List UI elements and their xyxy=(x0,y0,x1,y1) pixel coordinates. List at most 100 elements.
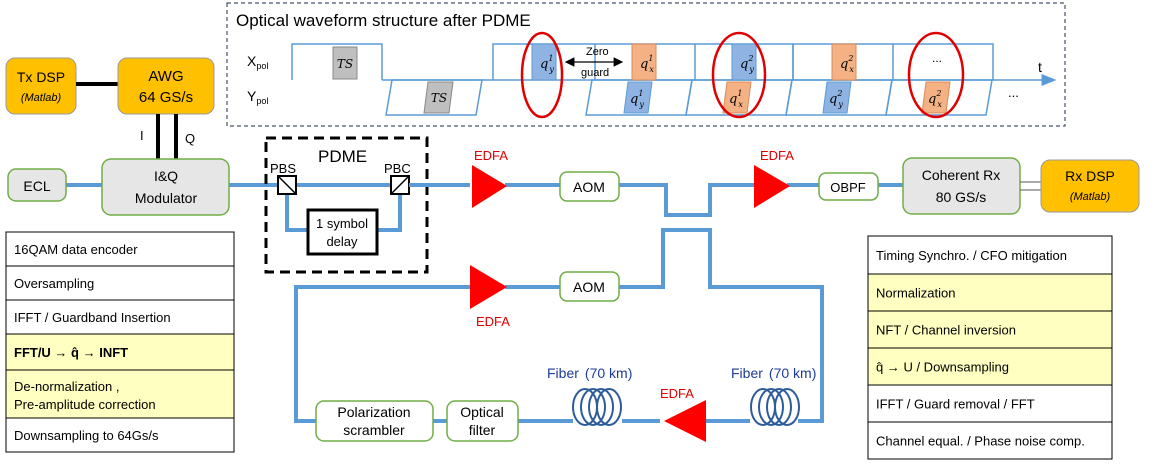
edfa-4-label: EDFA xyxy=(660,386,694,401)
i-label: I xyxy=(140,128,144,143)
pbc-diagonal xyxy=(390,175,410,195)
loop-components: Polarization scrambler Optical filter xyxy=(315,400,519,442)
ypol-label: Ypol xyxy=(247,88,268,106)
highlight-ellipse-2 xyxy=(711,31,767,119)
awg-rate: 64 GS/s xyxy=(139,89,193,106)
optical-filter-label-2: filter xyxy=(469,422,496,438)
xpol-qy1-block xyxy=(531,43,557,81)
edfa-3-label: EDFA xyxy=(476,314,510,329)
fiber-1-label: Fiber(70 km) xyxy=(547,365,632,381)
delay-label-2: delay xyxy=(326,234,358,249)
rx-step-row xyxy=(867,347,1113,386)
xpol-qy2-block xyxy=(731,43,757,81)
obpf-block xyxy=(818,172,879,201)
tx-step-row xyxy=(5,299,235,335)
ypol-qy1-block xyxy=(623,81,653,114)
rx-step-label: Normalization xyxy=(876,286,955,301)
ypol-ellipsis: ... xyxy=(1008,85,1019,100)
modulator-label-1: I&Q xyxy=(154,168,178,184)
fiber-spool-2-icon xyxy=(750,388,800,426)
aom-2-block xyxy=(559,271,620,302)
tx-step-label: De-normalization , xyxy=(14,379,120,394)
pbc-label: PBC xyxy=(384,161,411,176)
loop-left-return xyxy=(294,285,470,423)
zero-guard-label-1: Zero xyxy=(586,46,609,58)
tx-step-label: Oversampling xyxy=(14,276,94,291)
tx-dsp-sublabel: (Matlab) xyxy=(21,92,62,104)
tx-step-label: Pre-amplitude correction xyxy=(14,397,156,412)
coupler-loop-right xyxy=(619,228,824,423)
aom-2-label: AOM xyxy=(573,279,605,295)
coherent-rx-rate: 80 GS/s xyxy=(936,189,987,205)
modulator-block xyxy=(101,158,230,216)
edfa-1-label: EDFA xyxy=(474,148,508,163)
delay-label-1: 1 symbol xyxy=(316,216,368,231)
edfa-2-label: EDFA xyxy=(760,148,794,163)
xpol-frame-5 xyxy=(893,43,994,80)
rx-step-label: Timing Synchro. / CFO mitigation xyxy=(876,248,1067,263)
rx-dsp-steps-table: Timing Synchro. / CFO mitigationNormaliz… xyxy=(867,235,1113,460)
ypol-frames xyxy=(385,79,993,116)
awg-label: AWG xyxy=(148,68,183,85)
xpol-ts-label: TS xyxy=(337,57,353,71)
waveform-panel: Optical waveform structure after PDME Xp… xyxy=(226,2,1066,127)
fiber-2-label: Fiber(70 km) xyxy=(731,365,816,381)
rx-step-label: q̂ → U / Downsampling xyxy=(876,360,1009,375)
fiber-spool-1-icon xyxy=(572,388,622,426)
rx-step-label: NFT / Channel inversion xyxy=(876,323,1016,338)
tx-step-row xyxy=(5,417,235,453)
waveform-panel-border xyxy=(226,2,1066,127)
ypol-qy2-block xyxy=(822,81,852,114)
tx-step-label: Downsampling to 64Gs/s xyxy=(14,428,159,443)
xpol-frame-ts xyxy=(291,43,383,80)
rx-dsp-label: Rx DSP xyxy=(1065,168,1115,184)
xpol-ellipsis: ... xyxy=(932,51,942,65)
pdme-delay-out xyxy=(377,195,402,232)
rx-dsp-sublabel: (Matlab) xyxy=(1070,191,1111,203)
optical-filter-block xyxy=(446,400,519,442)
polarization-scrambler-label-1: Polarization xyxy=(337,404,410,420)
ypol-ts-label: TS xyxy=(431,91,447,105)
coherent-rx-block xyxy=(902,157,1021,215)
tx-step-label: 16QAM data encoder xyxy=(14,242,138,257)
xpol-qx2-block xyxy=(831,43,857,81)
tx-step-label: IFFT / Guardband Insertion xyxy=(14,310,171,325)
pdme-section: PDME PBS PBC 1 symbol delay xyxy=(264,136,429,274)
edfa-2-icon xyxy=(754,165,790,208)
q-label: Q xyxy=(185,131,195,146)
tx-dsp-label: Tx DSP xyxy=(17,69,65,85)
aom-coupler-upper xyxy=(619,183,755,217)
tx-step-row xyxy=(5,265,235,301)
awg-block xyxy=(117,57,215,115)
edfa-amplifiers: EDFA EDFA EDFA EDFA xyxy=(470,148,794,442)
tx-step-row xyxy=(5,231,235,267)
optical-filter-label-1: Optical xyxy=(460,404,504,420)
waveform-title: Optical waveform structure after PDME xyxy=(236,11,531,30)
tx-side: Tx DSP (Matlab) AWG 64 GS/s I Q ECL I&Q … xyxy=(5,57,285,216)
edfa-3-icon xyxy=(470,265,507,309)
polarization-scrambler-block xyxy=(315,400,434,442)
polarization-scrambler-label-2: scrambler xyxy=(343,422,405,438)
rx-step-row xyxy=(867,384,1113,423)
modulator-label-2: Modulator xyxy=(135,190,198,206)
rx-step-label: Channel equal. / Phase noise comp. xyxy=(876,434,1085,449)
tx-step-row xyxy=(5,369,235,419)
ecl-block xyxy=(7,168,67,202)
rx-chain: AOM AOM OBPF Coherent Rx 80 GS/s Rx DSP … xyxy=(559,157,1140,302)
pdme-delay-in xyxy=(285,195,308,232)
xpol-label: Xpol xyxy=(247,53,268,71)
highlight-ellipse-3 xyxy=(907,31,965,119)
pbs-label: PBS xyxy=(270,161,296,176)
obpf-label: OBPF xyxy=(830,180,865,195)
tx-dsp-block xyxy=(5,57,77,115)
ecl-label: ECL xyxy=(23,178,50,194)
aom-1-block xyxy=(559,171,620,202)
